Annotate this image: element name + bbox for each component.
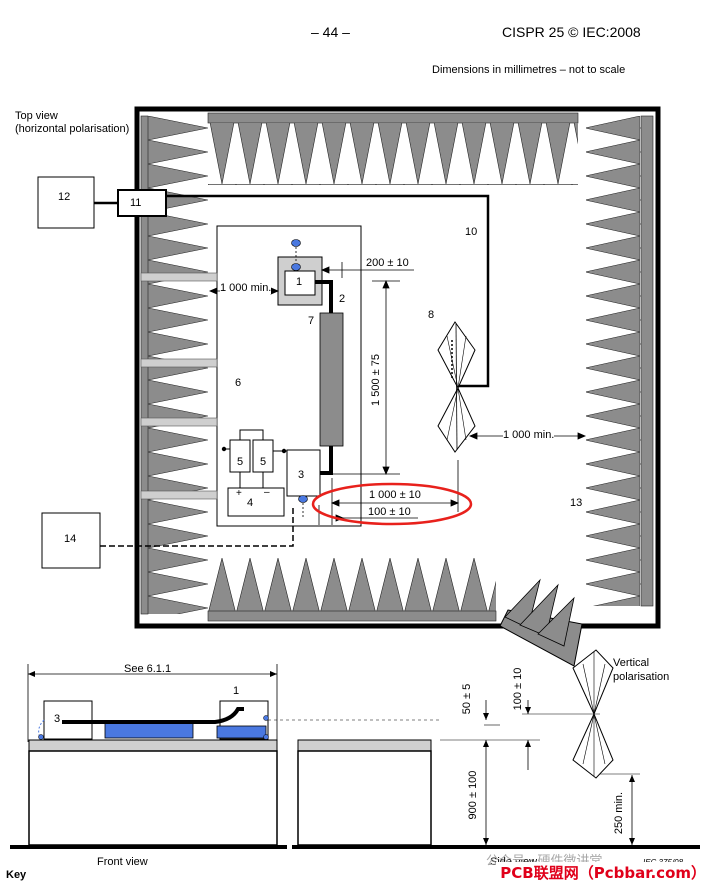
receiver-box-12 [37,176,118,229]
dim-1000-min-left-text: 1 000 min. [220,282,272,294]
bonding-straps [140,272,218,500]
standard-reference: CISPR 25 © IEC:2008 [502,24,641,40]
load-simulator-3 [286,449,321,517]
absorber-right [586,115,654,607]
vertical-polarisation-label: Vertical polarisation [613,657,670,683]
label-5a: 5 [237,456,244,468]
dim-1000-min-right-text: 1 000 min. [503,429,555,441]
dim-200 [320,262,414,278]
dim-100-side-text: 100 ± 10 [512,667,524,711]
front-label-1: 1 [233,685,240,697]
dim-200-text: 200 ± 10 [366,257,409,269]
shielded-enclosure [134,106,661,629]
label-10: 10 [465,226,478,238]
dim-1000-text: 1 000 ± 10 [369,489,421,501]
label-12: 12 [58,191,71,203]
dimension-note: Dimensions in millimetres – not to scale [432,64,626,76]
label-4: 4 [247,497,254,509]
front-view-caption: Front view [97,856,148,868]
battery-minus-sign: – [264,487,270,498]
lisn-wiring [221,429,287,488]
box-14 [41,512,101,569]
dim-100-text: 100 ± 10 [368,506,411,518]
absorber-corner [499,578,583,667]
absorber-bottom [207,558,497,622]
front-view [10,664,440,849]
label-1: 1 [296,276,303,288]
dim-1500-text: 1 500 ± 75 [370,354,382,406]
key-heading: Key [6,869,27,881]
label-14: 14 [64,533,77,545]
top-view-caption: Top view (horizontal polarisation) [15,110,130,135]
dim-1500 [331,279,400,476]
label-11: 11 [130,197,142,209]
side-view [292,700,700,849]
label-5b: 5 [260,456,267,468]
label-8: 8 [428,309,435,321]
highlight-ellipse [311,482,473,526]
battery-4 [227,487,285,517]
label-13: 13 [570,497,583,509]
antenna-8 [437,321,476,453]
battery-plus-sign: + [236,488,242,499]
fibre-optic-link [100,506,294,547]
absorber-top [207,112,579,185]
front-label-3: 3 [54,713,61,725]
harness-support-7 [319,312,344,447]
page-number: – 44 – [311,24,350,40]
label-2: 2 [339,293,346,305]
see-reference: See 6.1.1 [124,663,172,675]
dim-1000 [330,460,460,525]
dim-50-text: 50 ± 5 [461,683,473,715]
bulkhead-connector-11 [117,189,167,217]
brand-watermark: PCB联盟网（Pcbbar.com） [496,862,710,883]
label-6: 6 [235,377,242,389]
coax-cable-10 [166,194,490,388]
dim-250-text: 250 min. [613,791,625,835]
antenna-vertical [572,649,614,779]
dim-900-text: 900 ± 100 [467,770,479,820]
label-7: 7 [308,315,315,327]
label-3: 3 [298,469,305,481]
